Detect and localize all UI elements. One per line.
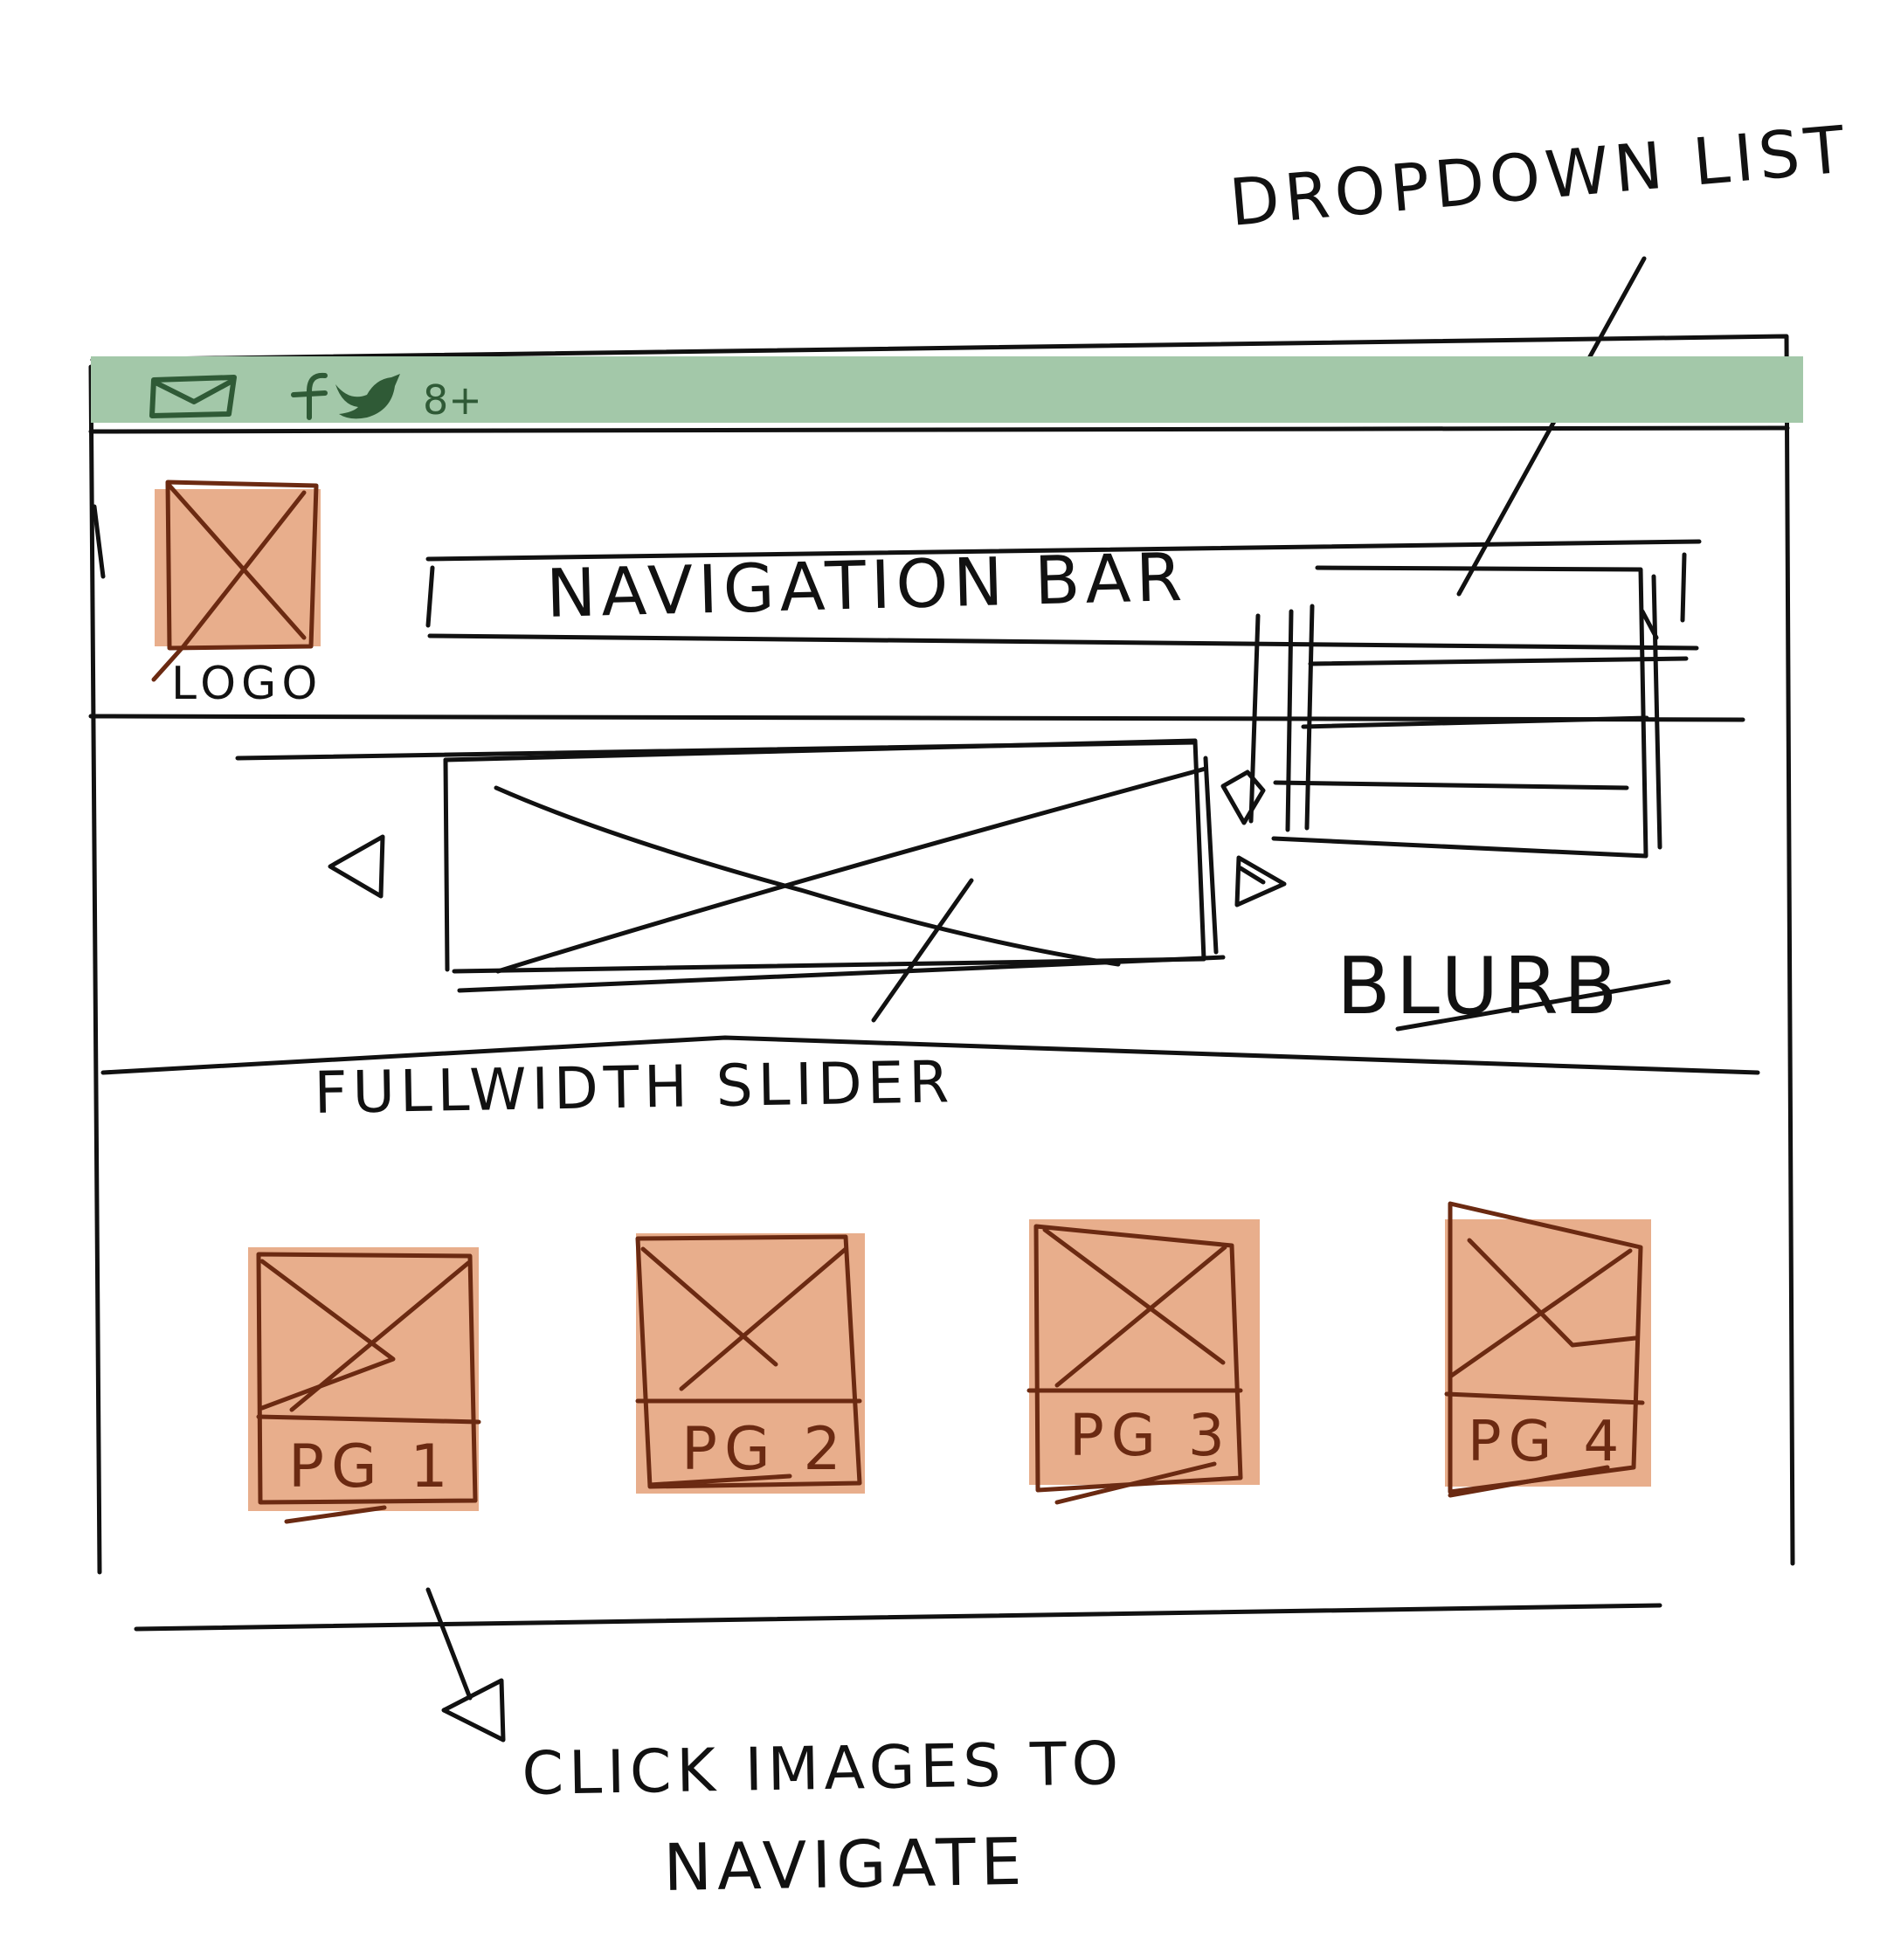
logo-label: LOGO — [171, 658, 322, 710]
facebook-icon[interactable] — [291, 372, 328, 420]
click-images-annotation-line2: NAVIGATE — [663, 1825, 1027, 1906]
page-card-1[interactable]: PG 1 — [248, 1247, 481, 1524]
top-bar-divider — [88, 425, 1790, 434]
dropdown-arrow-icon — [1220, 770, 1266, 825]
page-card-label: PG 3 — [1069, 1402, 1232, 1469]
browser-frame-left — [88, 364, 102, 1575]
bottom-pointer-line — [425, 1587, 473, 1701]
navigation-bar-label: NAVIGATION BAR — [545, 538, 1188, 632]
fullwidth-slider-label: FULLWIDTH SLIDER — [314, 1048, 955, 1127]
blurb-label: BLURB — [1337, 941, 1623, 1032]
page-card-2[interactable]: PG 2 — [635, 1233, 865, 1494]
slider-prev-arrow-icon[interactable] — [328, 834, 385, 899]
dropdown-list-annotation: DROPDOWN LIST — [1227, 112, 1853, 241]
page-card-label: PG 1 — [288, 1432, 455, 1501]
page-card-label: PG 4 — [1468, 1410, 1626, 1474]
frame-left-tick — [92, 504, 106, 579]
mail-icon[interactable] — [149, 375, 237, 418]
bottom-pointer-arrow-icon — [441, 1678, 506, 1743]
browser-frame-top-right — [90, 334, 1795, 1566]
navigation-bar[interactable] — [425, 539, 1702, 651]
fullwidth-slider[interactable] — [235, 738, 1226, 1023]
page-card-3[interactable]: PG 3 — [1026, 1219, 1260, 1505]
dropdown-list[interactable] — [1248, 552, 1689, 859]
slider-next-arrow-icon[interactable] — [1234, 855, 1287, 908]
dropdown-pointer-line — [1456, 256, 1647, 597]
slider-pointer-line — [871, 878, 974, 1023]
twitter-icon[interactable] — [335, 374, 400, 419]
header-divider — [88, 714, 1745, 722]
browser-frame-bottom — [134, 1603, 1662, 1632]
slider-divider — [100, 1035, 1760, 1075]
page-card-label: PG 2 — [681, 1415, 848, 1484]
blurb-underline — [1395, 979, 1671, 1032]
google-plus-icon[interactable]: 8+ — [423, 376, 482, 424]
page-card-4[interactable]: PG 4 — [1444, 1201, 1651, 1498]
click-images-annotation-line1: CLICK IMAGES TO — [522, 1729, 1124, 1809]
logo-placeholder[interactable] — [151, 480, 321, 682]
